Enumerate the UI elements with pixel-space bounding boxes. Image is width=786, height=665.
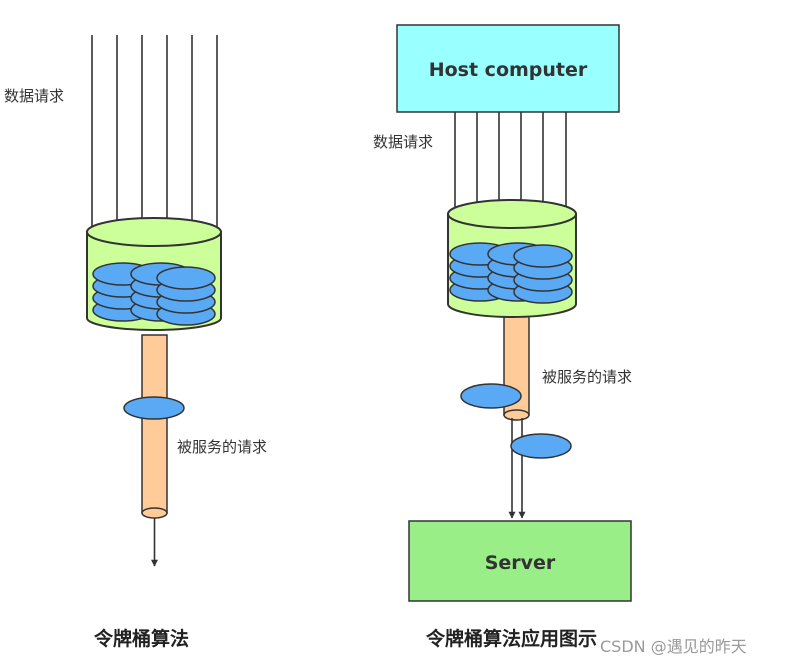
- right-token-bucket-application-diagram: Host computer 数据请求: [373, 24, 632, 650]
- left-served-token: [123, 396, 185, 420]
- right-outflow-arrows: [508, 418, 526, 519]
- left-incoming-arrows: [88, 35, 221, 241]
- host-computer-box: Host computer: [396, 24, 620, 113]
- left-token-bucket-diagram: 数据请求 被服务的请求: [4, 35, 267, 650]
- right-caption: 令牌桶算法应用图示: [426, 627, 597, 650]
- right-bucket-tokens: [449, 242, 573, 304]
- right-incoming-label: 数据请求: [373, 133, 433, 151]
- right-served-token-2: [510, 433, 572, 459]
- right-served-token-1: [460, 383, 522, 409]
- left-bucket-tokens: [92, 262, 216, 326]
- host-computer-label: Host computer: [429, 59, 588, 81]
- watermark: CSDN @遇见的昨天: [600, 637, 747, 656]
- left-incoming-label: 数据请求: [4, 87, 64, 105]
- server-box: Server: [408, 520, 632, 602]
- server-label: Server: [485, 552, 556, 574]
- right-served-label: 被服务的请求: [542, 368, 632, 386]
- left-served-label: 被服务的请求: [177, 438, 267, 456]
- left-outflow-pipe: [141, 334, 168, 519]
- left-caption: 令牌桶算法: [94, 627, 189, 650]
